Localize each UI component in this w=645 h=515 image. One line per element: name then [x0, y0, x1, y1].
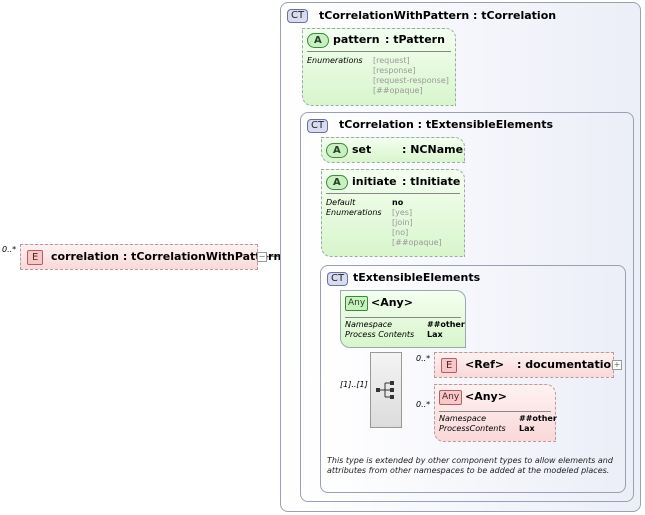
correlation-element[interactable]: E correlation : tCorrelationWithPattern [20, 244, 281, 270]
attribute-pattern[interactable]: A pattern : tPattern Enumerations [reque… [302, 28, 456, 106]
namespace-key: Namespace [439, 414, 487, 423]
expand-icon[interactable]: + [612, 360, 622, 370]
any-badge: Any [345, 296, 369, 311]
enum-value: [##opaque] [373, 86, 423, 95]
attribute-type: : NCName [402, 143, 464, 156]
element-badge: E [441, 358, 458, 373]
ct-badge: CT [327, 272, 349, 286]
process-contents-value: Lax [519, 424, 535, 433]
enumerations-key: Enumerations [326, 208, 382, 217]
sequence-compositor[interactable] [370, 352, 402, 428]
attribute-name: pattern [333, 33, 380, 46]
documentation-cardinality: 0..* [416, 354, 431, 363]
attribute-name: set [352, 143, 372, 156]
enum-value: [join] [392, 218, 413, 227]
ct-title: tExtensibleElements [353, 271, 481, 284]
enum-value: [no] [392, 228, 409, 237]
namespace-key: Namespace [345, 320, 393, 329]
sequence-icon [376, 381, 394, 399]
process-contents-key: Process Contents [345, 330, 415, 339]
element-name: <Ref> [465, 358, 505, 371]
namespace-value: ##other [519, 414, 557, 423]
element-type: : documentation [517, 358, 619, 371]
collapse-icon[interactable]: − [257, 252, 267, 262]
attribute-type: : tPattern [385, 33, 445, 46]
process-contents-value: Lax [427, 330, 443, 339]
attribute-badge: A [307, 33, 329, 48]
process-contents-key: ProcessContents [439, 424, 506, 433]
sequence-cardinality: [1]..[1] [340, 380, 368, 389]
enum-value: [yes] [392, 208, 413, 217]
attribute-name: initiate [352, 175, 397, 188]
attribute-badge: A [326, 143, 348, 158]
any-label: <Any> [371, 296, 413, 309]
any-badge: Any [439, 390, 463, 405]
enum-value: [request-response] [373, 76, 449, 85]
any-label: <Any> [465, 390, 507, 403]
ct-title: tCorrelation : tExtensibleElements [339, 118, 554, 131]
root-cardinality: 0..* [2, 245, 17, 254]
separator [345, 317, 461, 318]
any-element[interactable]: Any <Any> Namespace ##other Process Cont… [340, 290, 466, 348]
namespace-value: ##other [427, 320, 465, 329]
attribute-badge: A [326, 175, 348, 190]
connector-line [266, 256, 290, 257]
enum-value: [request] [373, 56, 410, 65]
any-element-optional[interactable]: Any <Any> Namespace ##other ProcessConte… [434, 384, 557, 442]
enumerations-key: Enumerations [307, 56, 363, 65]
element-label: correlation : tCorrelationWithPattern [51, 250, 282, 263]
enum-value: [##opaque] [392, 238, 442, 247]
attribute-type: : tInitiate [402, 175, 461, 188]
attribute-set[interactable]: A set : NCName [321, 137, 465, 163]
separator [326, 193, 460, 194]
any-cardinality: 0..* [416, 400, 431, 409]
ct-title: tCorrelationWithPattern : tCorrelation [319, 9, 557, 22]
documentation-element[interactable]: E <Ref> : documentation [434, 352, 619, 378]
attribute-initiate[interactable]: A initiate : tInitiate Default no Enumer… [321, 169, 465, 257]
ct-badge: CT [307, 119, 329, 133]
default-value: no [392, 198, 404, 207]
documentation-note: This type is extended by other component… [327, 456, 613, 475]
enum-value: [response] [373, 66, 416, 75]
default-key: Default [326, 198, 356, 207]
element-badge: E [27, 250, 44, 265]
separator [307, 51, 451, 52]
ct-badge: CT [287, 9, 309, 23]
separator [439, 411, 551, 412]
